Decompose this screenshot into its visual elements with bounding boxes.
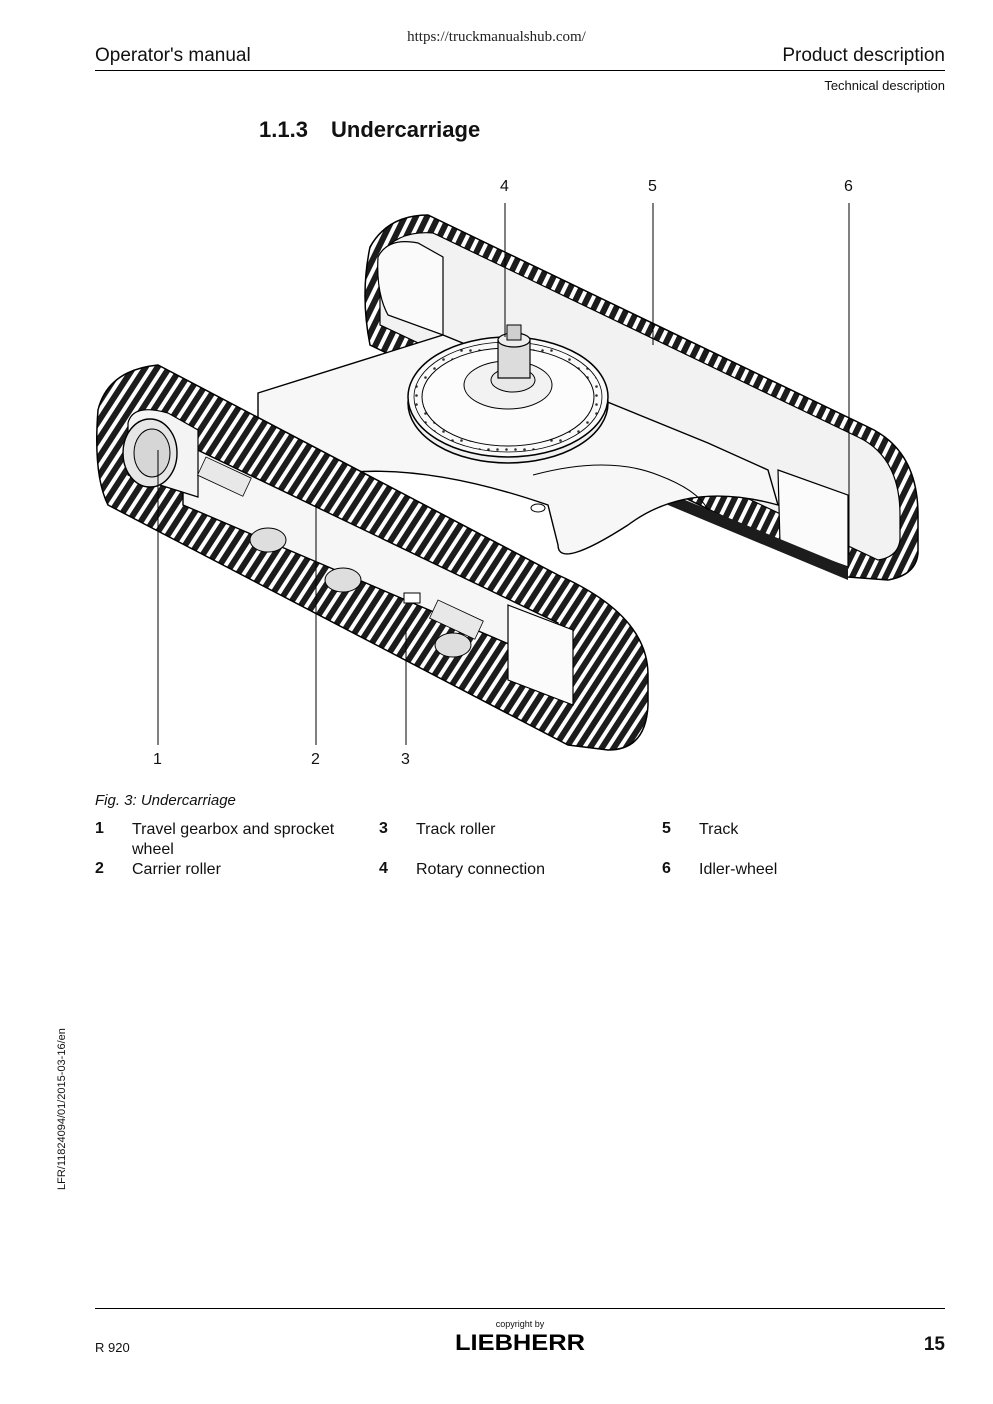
header-chapter-title: Product description bbox=[782, 45, 945, 66]
legend-number: 2 bbox=[95, 860, 104, 877]
callout-1: 1 bbox=[153, 751, 162, 768]
legend-number: 5 bbox=[662, 820, 671, 837]
slewing-ring bbox=[407, 324, 609, 464]
liebherr-logo: LIEBHERR bbox=[455, 1330, 585, 1355]
model-name: R 920 bbox=[95, 1340, 130, 1355]
footer-divider bbox=[95, 1308, 945, 1309]
section-heading: 1.1.3 Undercarriage bbox=[259, 117, 480, 143]
logo-text: LIEBHERR bbox=[455, 1330, 585, 1355]
page-number: 15 bbox=[923, 1334, 945, 1355]
undercarriage-illustration bbox=[96, 203, 919, 751]
header-divider bbox=[95, 70, 945, 71]
legend-text: Carrier roller bbox=[132, 861, 221, 878]
document-reference: LFR/11824094/01/2015-03-16/en bbox=[56, 1028, 68, 1190]
legend-number: 3 bbox=[379, 820, 388, 837]
section-number: 1.1.3 bbox=[259, 117, 308, 142]
callout-6: 6 bbox=[844, 178, 853, 195]
legend-text: Travel gearbox and sprocket wheel bbox=[132, 821, 335, 858]
legend-text: Track roller bbox=[416, 821, 496, 838]
header-manual-title: Operator's manual bbox=[95, 45, 251, 66]
front-track bbox=[96, 364, 649, 751]
callout-2: 2 bbox=[311, 751, 320, 768]
legend-number: 1 bbox=[95, 820, 104, 837]
source-url[interactable]: https://truckmanualshub.com/ bbox=[407, 29, 586, 45]
legend-number: 6 bbox=[662, 860, 671, 877]
callout-5: 5 bbox=[648, 178, 657, 195]
legend-text: Track bbox=[699, 821, 739, 838]
callout-3: 3 bbox=[401, 751, 410, 768]
callout-4: 4 bbox=[500, 178, 509, 195]
legend-text: Rotary connection bbox=[416, 861, 545, 878]
header-subchapter: Technical description bbox=[824, 78, 945, 93]
legend-text: Idler-wheel bbox=[699, 861, 778, 878]
section-title: Undercarriage bbox=[331, 117, 481, 142]
legend-number: 4 bbox=[379, 860, 388, 877]
callout-leaders bbox=[157, 203, 850, 745]
copyright-note: copyright by bbox=[495, 1319, 545, 1329]
figure-caption: Fig. 3: Undercarriage bbox=[95, 792, 236, 809]
